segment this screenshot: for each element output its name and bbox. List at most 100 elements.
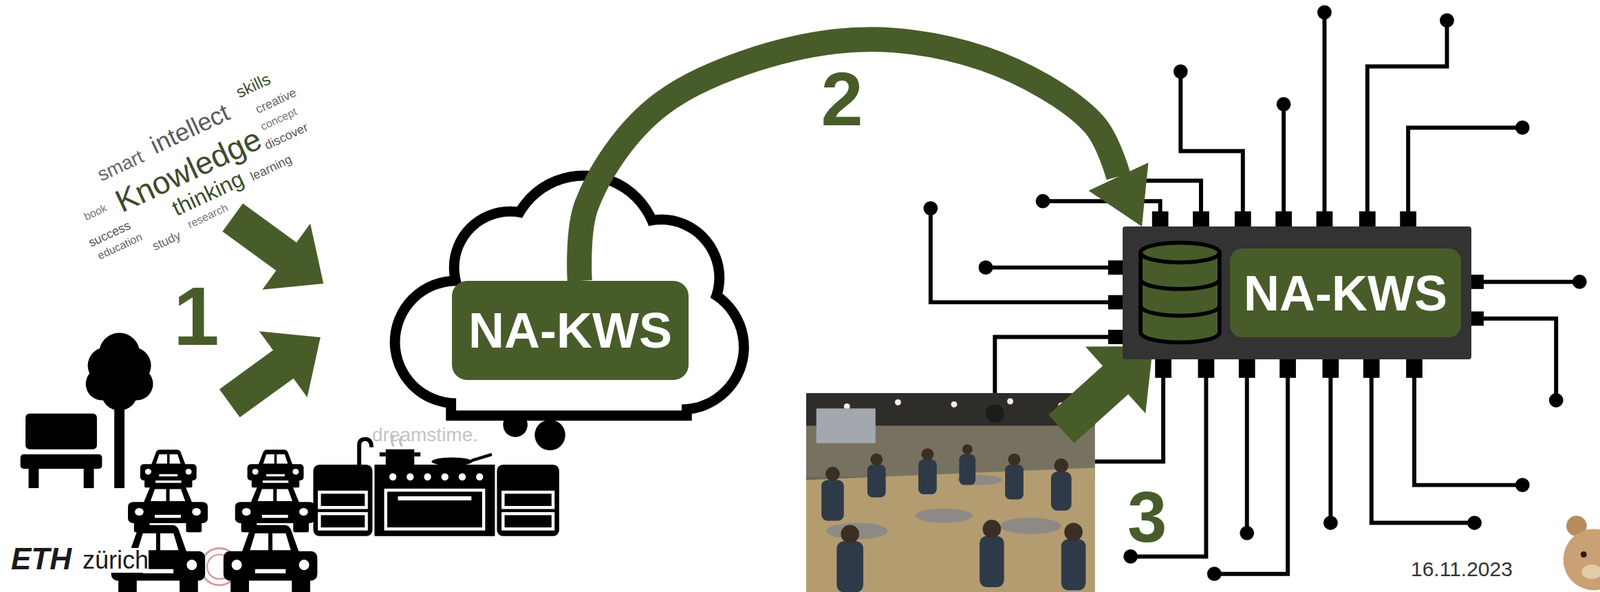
event-photo: [1004, 464, 1024, 499]
event-photo: [816, 407, 876, 443]
wire-dots: [1467, 515, 1482, 530]
event-photo: [1053, 458, 1069, 473]
bear-mascot: [1580, 550, 1587, 558]
wire-dots: [978, 260, 994, 275]
wire-dots: [1276, 96, 1292, 112]
event-photo: [826, 474, 1062, 539]
kitchen-icon: [379, 451, 386, 457]
event-photo: [806, 392, 1096, 592]
wire-dots: [1035, 193, 1051, 209]
kitchen-icon: [496, 464, 559, 536]
cloud-outline: [534, 419, 566, 451]
wire-dots: [1317, 4, 1332, 20]
wire-dots: [1439, 13, 1455, 28]
chip-wires: [1408, 127, 1523, 227]
step-number: 3: [1127, 481, 1167, 553]
event-photo: [921, 447, 935, 461]
logo-text: zürich: [82, 547, 149, 573]
event-photo: [979, 535, 1005, 587]
word-cloud-word: learning: [248, 152, 294, 183]
wire-dots: [1173, 63, 1188, 79]
kitchen-icon: [431, 457, 472, 466]
kitchen-icon: [458, 473, 466, 481]
step-number: 1: [173, 274, 220, 358]
database-cylinder: [1140, 279, 1220, 289]
kitchen-icon: [398, 495, 472, 501]
chip-wires: [1371, 372, 1475, 523]
step-number: 2: [817, 61, 866, 137]
kitchen-icon: [406, 473, 414, 481]
input-arrows: [205, 304, 345, 437]
chip-wires: [930, 208, 1123, 302]
chip-wires: [1414, 372, 1523, 485]
model-name: NA-KWS: [1229, 248, 1462, 338]
logo-text: ETH: [11, 543, 72, 574]
car-icons: [127, 482, 208, 533]
kitchen-icon: [312, 464, 373, 536]
word-cloud-word: study: [150, 229, 183, 253]
chip-wires: [1180, 71, 1243, 227]
wire-dots: [1207, 566, 1222, 581]
chip-wires: [1322, 12, 1327, 227]
cloud-outline: [400, 180, 739, 411]
event-photo: [1064, 522, 1083, 542]
event-photo: [918, 459, 937, 494]
bench-icon: [20, 453, 103, 469]
chip-pins: [1108, 211, 1484, 378]
chip-wires: [1281, 103, 1286, 227]
cloud-outline: [400, 180, 739, 411]
kitchen-icon: [385, 449, 415, 466]
wire-dots: [1323, 515, 1338, 530]
event-photo: [867, 464, 886, 497]
flow-arrow: [579, 39, 1119, 281]
input-arrows: [205, 184, 348, 437]
event-photo: [1000, 517, 1062, 534]
car-icons: [247, 449, 305, 488]
bench-icon: [20, 413, 103, 488]
word-cloud-word: book: [82, 202, 109, 223]
car-icons: [235, 482, 316, 533]
bear-mascot: [1581, 564, 1600, 579]
cloud-outline: [456, 295, 682, 410]
cloud-outline: [456, 295, 682, 410]
illustration: [20, 4, 1600, 592]
tree-icon: [101, 373, 138, 410]
word-cloud-word: skills: [233, 70, 273, 102]
kitchen-icon: [319, 513, 366, 529]
input-arrows: [208, 184, 348, 317]
flow-arrow: [579, 39, 1149, 281]
car-icons: [223, 524, 318, 592]
wire-dots: [923, 4, 1587, 581]
event-photo: [806, 467, 1096, 592]
bench-icon: [83, 467, 95, 488]
chip-wires: [985, 265, 1123, 270]
kitchen-icon: [374, 464, 495, 536]
kitchen-icon: [502, 513, 554, 529]
event-photo: [894, 398, 902, 406]
event-photo: [844, 398, 1065, 410]
event-photo: [982, 519, 1002, 538]
chip-wires: [1214, 372, 1288, 574]
chip-wires: [1328, 372, 1333, 523]
kitchen-icon: [319, 491, 366, 507]
kitchen-icon: [312, 435, 560, 536]
event-photo: [951, 401, 958, 408]
watermark: dreamstime.: [372, 425, 479, 445]
database-cylinder: [1140, 252, 1220, 342]
cloud-model-box: NA-KWS: [451, 280, 689, 380]
kitchen-icon: [471, 453, 492, 461]
bench-icon: [28, 467, 40, 488]
date-label: 16.11.2023: [1410, 558, 1513, 580]
event-photo: [825, 466, 840, 481]
event-photo: [825, 443, 1083, 543]
event-photo: [915, 508, 973, 523]
event-photo: [958, 453, 976, 485]
chip-node: NA-KWS: [1122, 226, 1472, 360]
cloud-outline: [502, 412, 528, 437]
wire-dots: [923, 200, 938, 216]
event-photo: [1061, 538, 1087, 590]
kitchen-icon: [414, 451, 421, 457]
wire-dots: [1549, 392, 1564, 408]
bear-mascot: [1563, 528, 1600, 590]
